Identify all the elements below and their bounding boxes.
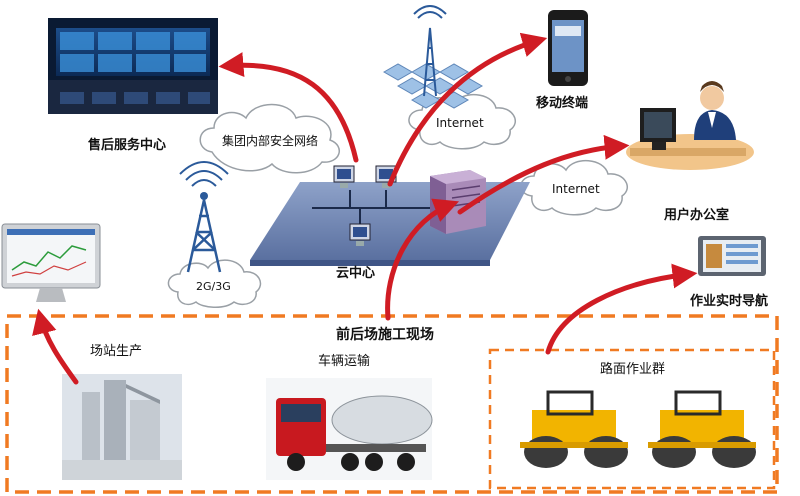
label-vehicle-transport: 车辆运输: [318, 354, 371, 369]
smartphone-icon: [548, 10, 588, 86]
label-user-office: 用户办公室: [664, 208, 730, 223]
construction-site-frame: [5, 314, 779, 494]
desktop-icon: [349, 223, 371, 246]
arrow-from-site-to-cloud: [385, 198, 460, 321]
label-2g3g: 2G/3G: [196, 280, 231, 293]
label-road-work-group: 路面作业群: [600, 362, 666, 377]
desktop-icon: [333, 165, 355, 188]
tower-top: [382, 5, 484, 109]
arrow-to-mobile: [387, 32, 548, 187]
data-flow-arrows: [32, 32, 698, 385]
control-room-image: [48, 18, 218, 114]
arrow-to-after-sales: [218, 52, 359, 163]
cloud-group-network: [199, 103, 340, 174]
navigation-panel-icon: [698, 236, 766, 276]
desktop-monitor-image: [1, 223, 101, 302]
label-mobile-terminal: 移动终端: [536, 96, 589, 111]
label-station-production: 场站生产: [90, 344, 143, 359]
label-construction-site: 前后场施工现场: [336, 327, 434, 343]
label-realtime-nav: 作业实时导航: [690, 294, 769, 309]
asphalt-plant-image: [62, 374, 182, 480]
label-internet-top: Internet: [436, 116, 484, 130]
arrow-to-navigation: [545, 263, 698, 355]
road-roller-image: [648, 390, 756, 468]
label-internet-mid: Internet: [552, 182, 600, 196]
cloud-2g3g: [167, 259, 262, 308]
tower-2g3g: [179, 161, 229, 273]
label-group-network: 集团内部安全网络: [222, 134, 319, 148]
arrow-to-monitor: [32, 308, 79, 385]
road-roller-image: [520, 390, 628, 468]
cement-truck-image: [266, 378, 433, 480]
road-work-group-frame: [488, 348, 776, 490]
label-after-sales-center: 售后服务中心: [88, 138, 167, 153]
office-user-icon: [626, 81, 754, 170]
cloud-internet-mid: [520, 160, 628, 216]
label-cloud-center: 云中心: [336, 266, 376, 281]
arrow-to-office: [457, 134, 630, 215]
